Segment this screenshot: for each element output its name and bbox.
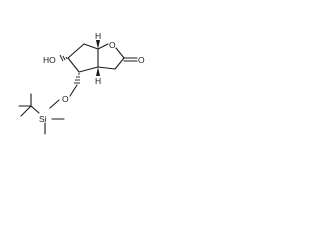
bond-tbutyl-methyl-3 xyxy=(20,105,32,117)
bond-c5-c6 xyxy=(67,43,85,59)
label-ring-oxygen: O xyxy=(109,40,116,50)
bond-c4-c5 xyxy=(67,57,80,73)
bond-c3-c3a xyxy=(97,66,116,70)
bond-ch2-o xyxy=(69,84,78,97)
bond-c6a-o1 xyxy=(97,43,109,50)
label-carbonyl-oxygen: O xyxy=(138,55,145,65)
wedge-h-top xyxy=(96,40,100,49)
hash-bond-c4-ch2 xyxy=(74,73,80,84)
molecule-structure: HO O O O Si H H xyxy=(18,31,145,135)
bond-si-tbutyl xyxy=(30,105,40,114)
bond-o1-c2 xyxy=(115,47,125,59)
label-h-top: H xyxy=(95,31,101,41)
bond-c2-c3 xyxy=(114,57,125,70)
wedge-h-bottom xyxy=(96,67,100,76)
hash-bond-c5-oh xyxy=(59,54,68,62)
label-h-bottom: H xyxy=(95,76,101,86)
label-ether-oxygen: O xyxy=(62,94,69,104)
bond-c6-c6a xyxy=(83,43,99,50)
label-hydroxyl: HO xyxy=(43,55,56,65)
bond-c3a-c4 xyxy=(78,66,99,73)
bond-o-si xyxy=(49,99,60,109)
label-silicon: Si xyxy=(39,114,47,124)
